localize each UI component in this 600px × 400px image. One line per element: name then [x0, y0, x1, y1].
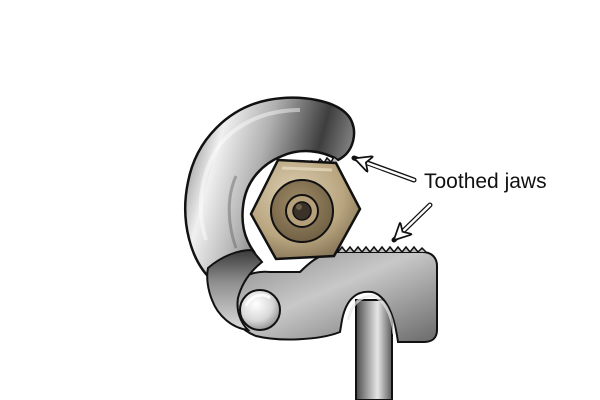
hex-nut: [249, 158, 362, 261]
pivot-pin: [239, 289, 281, 331]
toothed-jaws-label: Toothed jaws: [424, 170, 547, 193]
callout-arrow-lower: [391, 202, 433, 243]
callout-arrow-upper: [351, 158, 417, 183]
wrench-handle: [355, 299, 393, 400]
lower-jaw-teeth: [329, 245, 427, 254]
lower-jaw-body: [228, 251, 438, 343]
hook-arc-link: [206, 248, 264, 332]
hook-jaw: [184, 96, 356, 284]
